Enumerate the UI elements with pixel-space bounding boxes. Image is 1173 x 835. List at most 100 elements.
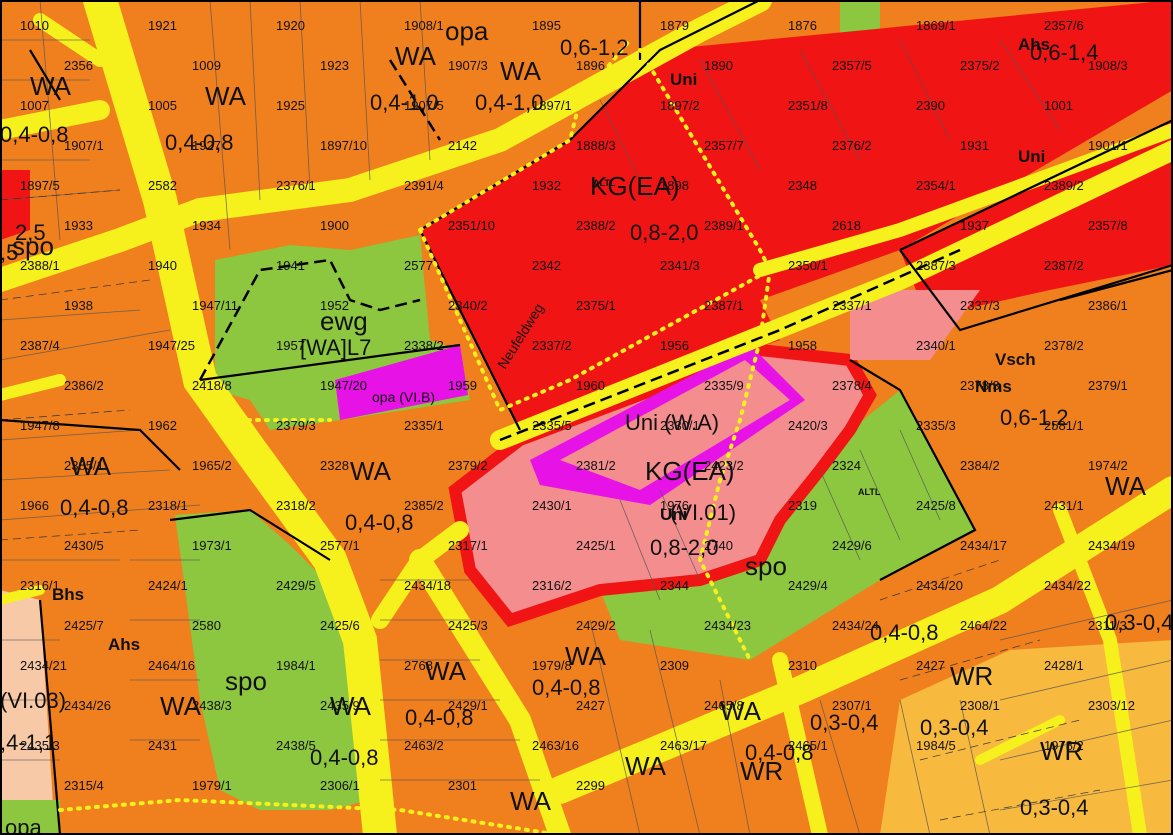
parcel-number: 1957: [276, 338, 305, 353]
parcel-number: 1923: [320, 58, 349, 73]
parcel-number: 1900: [320, 218, 349, 233]
parcel-number: 1869/1: [916, 18, 956, 33]
parcel-number: 1979/8: [532, 658, 572, 673]
parcel-number: 1947/11: [192, 298, 238, 313]
density-label: 0,4-0,8: [532, 675, 601, 700]
parcel-number: 2465/1: [788, 738, 828, 753]
parcel-number: 1974/2: [1088, 458, 1128, 473]
parcel-number: 1940: [148, 258, 177, 273]
parcel-number: 1978/2: [1044, 738, 1084, 753]
facility-label: Uni: [660, 505, 687, 524]
parcel-number: 2582: [148, 178, 177, 193]
parcel-number: 2303/12: [1088, 698, 1135, 713]
parcel-number: 2431/1: [1044, 498, 1084, 513]
zone-label: ewg: [320, 306, 368, 336]
parcel-number: 2580: [192, 618, 221, 633]
parcel-number: 2378/4: [832, 378, 872, 393]
dotted-boundary: [58, 38, 773, 835]
parcel-number: 1937: [960, 218, 989, 233]
parcel-number: 1921: [148, 18, 177, 33]
parcel-number: 2335/5: [532, 418, 572, 433]
parcel-number: 2378/3: [960, 378, 1000, 393]
density-label: 0,6-1,2: [560, 35, 629, 60]
density-label: 0,4-0,8: [165, 130, 234, 155]
parcel-number: 1007: [20, 98, 49, 113]
parcel-number: 2357/5: [832, 58, 872, 73]
parcel-number: 2344: [660, 578, 689, 593]
density-label: 0,6-1,2: [1000, 405, 1069, 430]
density-label: 0,4-0,8: [345, 510, 414, 535]
parcel-number: 2418/8: [192, 378, 232, 393]
zone-label: WA: [500, 56, 542, 86]
facility-label: Uni: [670, 70, 697, 89]
parcel-number: 2357/8: [1088, 218, 1128, 233]
parcel-number: 2350/1: [788, 258, 828, 273]
parcel-number: 2424/1: [148, 578, 188, 593]
parcel-number: 2340/1: [916, 338, 956, 353]
parcel-number: 2356: [64, 58, 93, 73]
zone-label: WA: [720, 696, 762, 726]
parcel-number: 1888/3: [576, 138, 616, 153]
area-code-label: ALTL: [858, 487, 881, 497]
parcel-number: 2354/1: [916, 178, 956, 193]
parcel-number: 2391/4: [404, 178, 444, 193]
zone-label: WA: [160, 691, 202, 721]
parcel-number: 1005: [148, 98, 177, 113]
core-zone-west: [0, 170, 30, 240]
opa-zone-magenta: [335, 345, 468, 420]
parcel-number: 2385/2: [404, 498, 444, 513]
density-label: 0,4-0,8: [0, 122, 69, 147]
parcel-number: 1976: [660, 498, 689, 513]
parcel-number: 2307/1: [832, 698, 872, 713]
parcel-number: 1908/3: [1088, 58, 1128, 73]
parcel-number: 2384/2: [960, 458, 1000, 473]
parcel-number: 1897/5: [20, 178, 60, 193]
parcel-number: 2463/17: [660, 738, 707, 753]
parcel-number: 2387/3: [916, 258, 956, 273]
density-label: 0,4-1,0: [475, 90, 544, 115]
parcel-number: 2309: [660, 658, 689, 673]
parcel-number: 2429/5: [276, 578, 316, 593]
parcel-number: 2577: [404, 258, 433, 273]
zone-label: KG(EA): [590, 171, 680, 201]
parcel-number: 2425/6: [320, 618, 360, 633]
parcel-number: 1879: [660, 18, 689, 33]
zone-label: opa: [5, 815, 42, 835]
parcel-number: 1001: [1044, 98, 1073, 113]
facility-label: Ahs: [1018, 35, 1050, 54]
zone-label: WA: [70, 451, 112, 481]
zone-label: [WA]L7: [300, 335, 371, 360]
area-code-label: ALTL: [593, 178, 616, 188]
parcel-number: 2385/1: [64, 458, 104, 473]
parcel-number: 2379/1: [1088, 378, 1128, 393]
parcel-number: 2376/2: [832, 138, 872, 153]
parcel-number: 1947/8: [20, 418, 60, 433]
parcel-number: 1941: [276, 258, 305, 273]
parcel-number: 2435/3: [20, 738, 60, 753]
density-label: 0,3-0,4: [920, 715, 989, 740]
parcel-number: 1984/1: [276, 658, 316, 673]
parcel-number: 2465/8: [704, 698, 744, 713]
zone-label: WA: [395, 41, 437, 71]
parcel-number: 2420/3: [788, 418, 828, 433]
zone-label: WA: [350, 456, 392, 486]
zone-label: WA: [330, 691, 372, 721]
parcel-number: 1898: [660, 178, 689, 193]
parcel-number: 2315/4: [64, 778, 104, 793]
parcel-number: 2438/5: [276, 738, 316, 753]
parcel-number: 2425/1: [576, 538, 616, 553]
parcel-number: 2379/3: [276, 418, 316, 433]
parcel-number: 2316/1: [20, 578, 60, 593]
parcel-number: 2427: [576, 698, 605, 713]
parcel-number: 1009: [192, 58, 221, 73]
zone-label: KG(EA): [645, 456, 735, 486]
parcel-number: 1958: [788, 338, 817, 353]
parcel-number: 2310: [788, 658, 817, 673]
